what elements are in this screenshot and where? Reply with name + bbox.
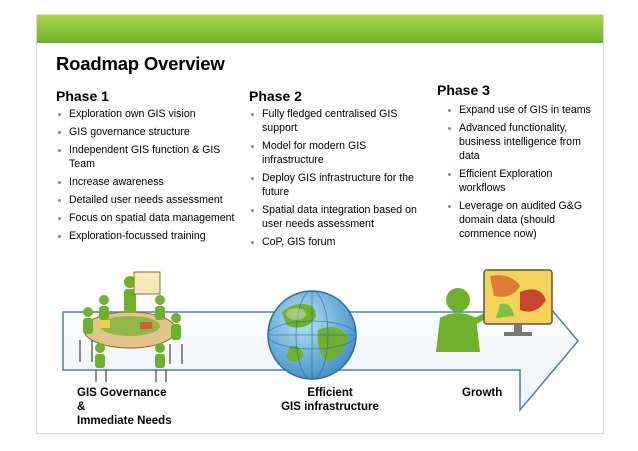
phase-3-title: Phase 3 xyxy=(437,82,490,98)
page-title: Roadmap Overview xyxy=(56,53,225,74)
list-item: Deploy GIS infrastructure for the future xyxy=(250,171,430,199)
phase-1-list: Exploration own GIS vision GIS governanc… xyxy=(57,107,247,247)
list-item: Fully fledged centralised GIS support xyxy=(250,107,430,135)
list-item: Increase awareness xyxy=(57,175,247,189)
green-header-bar xyxy=(37,15,603,43)
stage-2-line1: Efficient xyxy=(307,387,353,399)
person-with-map-screen-icon xyxy=(436,269,553,352)
list-item: Expand use of GIS in teams xyxy=(447,103,597,117)
stage-1-line1: GIS Governance xyxy=(77,387,167,399)
list-item: Focus on spatial data management xyxy=(57,211,247,225)
phase-2-list: Fully fledged centralised GIS support Mo… xyxy=(250,107,430,253)
list-item: CoP, GIS forum xyxy=(250,235,430,249)
list-item: Detailed user needs assessment xyxy=(57,193,247,207)
stage-2-line2: GIS infrastructure xyxy=(281,401,379,413)
list-item: Model for modern GIS infrastructure xyxy=(250,139,430,167)
list-item: Exploration own GIS vision xyxy=(57,107,247,121)
phase-2-title: Phase 2 xyxy=(249,88,302,104)
list-item: Spatial data integration based on user n… xyxy=(250,203,430,231)
stage-1-label: GIS Governance & Immediate Needs xyxy=(77,386,172,428)
list-item: GIS governance structure xyxy=(57,125,247,139)
stage-3-line1: Growth xyxy=(462,387,503,399)
stage-3-label: Growth xyxy=(462,386,502,400)
meeting-table-figures-icon xyxy=(79,271,183,382)
list-item: Independent GIS function & GIS Team xyxy=(57,143,247,171)
phase-3-list: Expand use of GIS in teams Advanced func… xyxy=(447,103,597,245)
stage-1-line2: & xyxy=(77,401,86,413)
list-item: Exploration-focussed training xyxy=(57,229,247,243)
globe-icon xyxy=(267,290,357,380)
stage-2-label: Efficient GIS infrastructure xyxy=(268,386,392,414)
list-item: Advanced functionality, business intelli… xyxy=(447,121,597,163)
list-item: Leverage on audited G&G domain data (sho… xyxy=(447,199,597,241)
phase-1-title: Phase 1 xyxy=(56,88,109,104)
stage-1-line3: Immediate Needs xyxy=(77,415,172,427)
list-item: Efficient Exploration workflows xyxy=(447,167,597,195)
